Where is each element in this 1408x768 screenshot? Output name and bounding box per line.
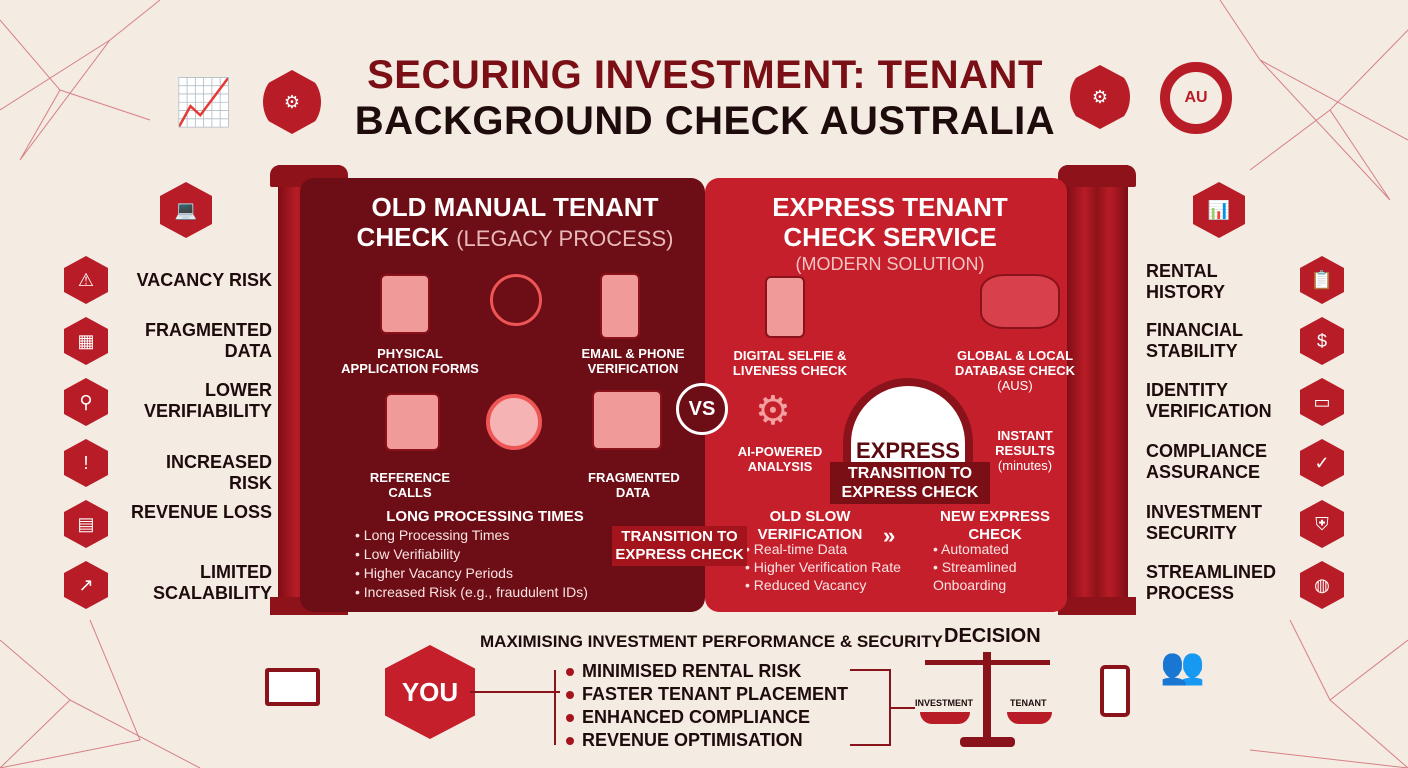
- transition-banner: TRANSITION TO EXPRESS CHECK: [830, 462, 990, 504]
- risk-label: FRAGMENTED DATA: [145, 320, 272, 361]
- benefit-label: INVESTMENT SECURITY: [1146, 502, 1263, 543]
- old-slow-title: OLD SLOW VERIFICATION: [757, 508, 863, 543]
- risk-label: REVENUE LOSS: [130, 502, 272, 522]
- people-icon: 👥: [1160, 645, 1205, 686]
- summary-title: LONG PROCESSING TIMES: [386, 508, 584, 525]
- new-express-title: NEW EXPRESS CHECK: [939, 508, 1051, 543]
- express-panel: EXPRESS TENANT CHECK SERVICE (MODERN SOL…: [705, 178, 1075, 612]
- step-label: DIGITAL SELFIE & LIVENESS CHECK: [732, 348, 848, 378]
- ai-gear-icon: ⚙: [755, 389, 791, 433]
- step-label: REFERENCE CALLS: [369, 470, 451, 500]
- old-bullets: • Long Processing Times • Low Verifiabil…: [355, 527, 588, 600]
- alert-icon: !: [64, 439, 108, 487]
- step-label: PHYSICAL APPLICATION FORMS: [341, 346, 479, 376]
- vs-badge: VS: [676, 383, 728, 435]
- australia-badge: AU: [1160, 62, 1232, 134]
- bar-chart-icon: 📈: [175, 76, 233, 128]
- stopwatch-icon: [486, 394, 542, 450]
- old-panel-heading: OLD MANUAL TENANT CHECK (LEGACY PROCESS): [356, 192, 674, 252]
- risk-label: LIMITED SCALABILITY: [153, 562, 272, 603]
- warning-icon: ⚠: [64, 256, 108, 304]
- step-label: INSTANT RESULTS(minutes): [995, 428, 1055, 473]
- benefit-label: STREAMLINED PROCESS: [1146, 562, 1276, 603]
- benefit-label: RENTAL HISTORY: [1146, 261, 1226, 302]
- chart-icon: ↗: [64, 561, 108, 609]
- folders-icon: [592, 390, 662, 450]
- new-express-bullets: • Automated • Streamlined Onboarding: [933, 541, 1017, 593]
- scale-of-justice-icon: INVESTMENT TENANT: [915, 652, 1060, 747]
- chart-icon-hex: 📊: [1193, 182, 1245, 238]
- phone-mail-icon: [600, 273, 640, 339]
- headline: MAXIMISING INVESTMENT PERFORMANCE & SECU…: [480, 632, 943, 651]
- globe-icon: ◍: [1300, 561, 1344, 609]
- right-pillar: [1058, 165, 1136, 615]
- step-label: FRAGMENTED DATA: [588, 470, 680, 500]
- shield-check-icon: ✓: [1300, 439, 1344, 487]
- document-icon: [380, 274, 430, 334]
- clock-icon: [490, 274, 542, 326]
- connector-lines: [470, 669, 915, 746]
- express-panel-heading: EXPRESS TENANT CHECK SERVICE (MODERN SOL…: [772, 192, 1008, 274]
- step-label: AI-POWERED ANALYSIS: [737, 444, 823, 474]
- risk-label: VACANCY RISK: [136, 270, 272, 290]
- risk-label: LOWER VERIFIABILITY: [143, 380, 272, 421]
- search-user-icon: ⚲: [64, 378, 108, 426]
- document-loss-icon: ▤: [64, 500, 108, 548]
- chevrons-icon: »: [883, 523, 896, 548]
- old-slow-bullets: • Real-time Data • Higher Verification R…: [745, 541, 901, 593]
- australia-map-icon: [980, 274, 1060, 329]
- phone-notepad-icon: [385, 393, 440, 451]
- laptop-icon: [265, 668, 320, 706]
- benefit-label: IDENTITY VERIFICATION: [1146, 380, 1272, 421]
- benefits-list: MINIMISED RENTAL RISK FASTER TENANT PLAC…: [566, 660, 848, 752]
- smartphone-icon: [1100, 665, 1130, 717]
- id-card-icon: ▭: [1300, 378, 1344, 426]
- you-badge: YOU: [385, 645, 475, 739]
- laptop-icon-hex: 💻: [160, 182, 212, 238]
- clipboard-icon: 📋: [1300, 256, 1344, 304]
- decision-label: DECISION: [944, 625, 1041, 647]
- step-label: EMAIL & PHONE VERIFICATION: [581, 346, 685, 376]
- benefit-label: FINANCIAL STABILITY: [1146, 320, 1243, 361]
- page-title: SECURING INVESTMENT: TENANT BACKGROUND C…: [354, 53, 1056, 143]
- selfie-phone-icon: [765, 276, 805, 338]
- transition-left-banner: TRANSITION TO EXPRESS CHECK: [612, 526, 747, 566]
- benefit-label: COMPLIANCE ASSURANCE: [1146, 441, 1267, 482]
- step-label: GLOBAL & LOCAL DATABASE CHECK(AUS): [954, 348, 1076, 393]
- shield-icon: ⛨: [1300, 500, 1344, 548]
- dollar-hand-icon: $: [1300, 317, 1344, 365]
- risk-label: INCREASED RISK: [165, 452, 272, 493]
- blocks-icon: ▦: [64, 317, 108, 365]
